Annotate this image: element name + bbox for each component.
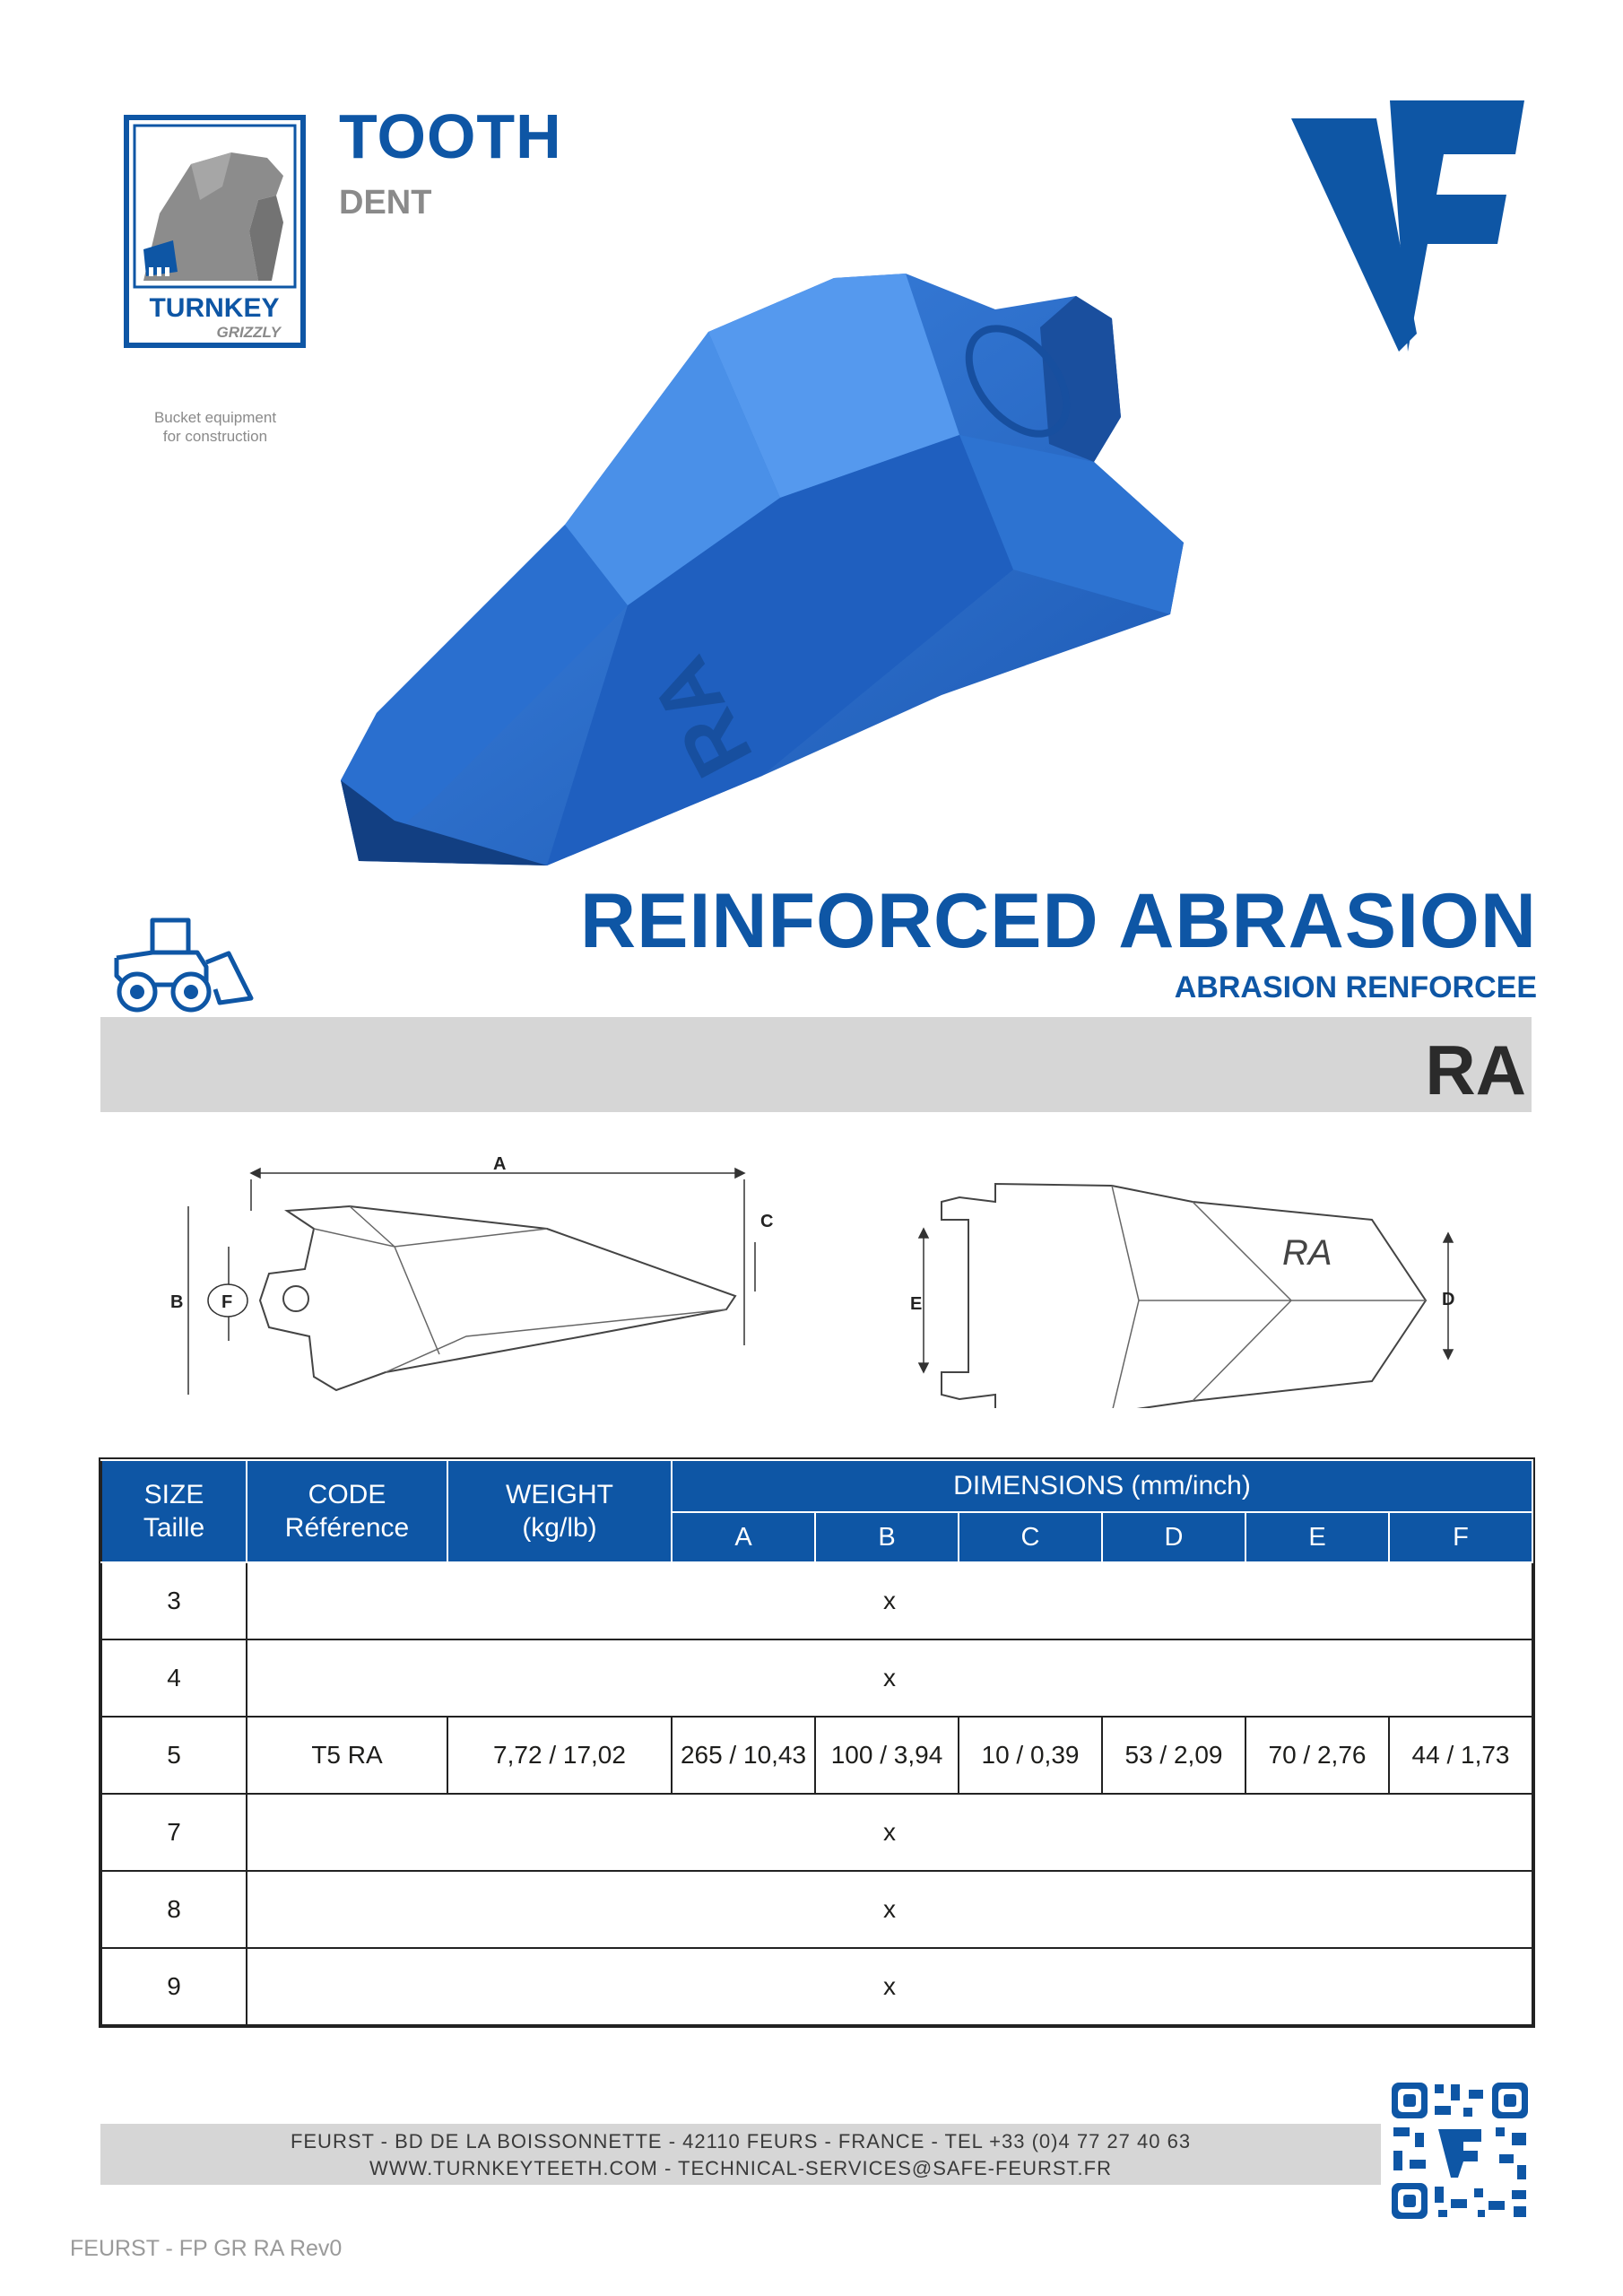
size-cell: 4 — [100, 1639, 247, 1718]
dim-b-cell: 100 / 3,94 — [814, 1716, 959, 1795]
brand-tagline: Bucket equipment for construction — [117, 408, 314, 446]
table-row: 4 x — [100, 1639, 1534, 1718]
col-header-f: F — [1387, 1511, 1534, 1563]
product-heading-fr: ABRASION RENFORCEE — [1174, 970, 1537, 1004]
size-cell: 8 — [100, 1870, 247, 1949]
dim-label-f: F — [221, 1292, 232, 1312]
col-header-dimensions: DIMENSIONS (mm/inch) — [670, 1459, 1534, 1513]
dim-d-cell: 53 / 2,09 — [1101, 1716, 1246, 1795]
feurst-vf-logo — [1291, 100, 1524, 352]
page-subtitle: DENT — [339, 184, 432, 222]
size-cell: 3 — [100, 1561, 247, 1640]
product-code-band: RA — [100, 1017, 1532, 1112]
product-code: RA — [1425, 1031, 1526, 1109]
col-header-code: CODE Référence — [246, 1459, 448, 1563]
col-header-a: A — [671, 1511, 816, 1563]
dim-label-a: A — [493, 1157, 506, 1174]
dim-label-c: C — [760, 1212, 773, 1231]
weight-unit: (kg/lb) — [522, 1513, 597, 1543]
side-view-drawing: A B C F — [170, 1157, 773, 1395]
not-available-cell: x — [245, 1870, 1534, 1949]
not-available-cell: x — [245, 1793, 1534, 1872]
dim-label-e: E — [910, 1294, 922, 1314]
dim-e-cell: 70 / 2,76 — [1245, 1716, 1390, 1795]
spec-table: SIZE Taille CODE Référence WEIGHT (kg/lb… — [98, 1457, 1536, 2028]
size-header-fr: Taille — [143, 1513, 205, 1543]
dim-label-d: D — [1442, 1290, 1454, 1309]
weight-cell: 7,72 / 17,02 — [447, 1716, 673, 1795]
dim-label-b: B — [170, 1292, 183, 1312]
not-available-cell: x — [245, 1947, 1534, 2026]
turnkey-grizzly-logo: TURNKEY GRIZZLY — [124, 115, 306, 348]
table-row: 8 x — [100, 1870, 1534, 1949]
not-available-cell: x — [245, 1639, 1534, 1718]
drawing-engraving: RA — [1282, 1233, 1332, 1273]
footer-address: FEURST - BD DE LA BOISSONNETTE - 42110 F… — [290, 2130, 1192, 2152]
top-view-drawing: RA E D — [910, 1182, 1454, 1408]
page-title: TOOTH — [339, 101, 562, 171]
wheel-loader-icon — [114, 918, 254, 1013]
table-row: 5 T5 RA 7,72 / 17,02 265 / 10,43 100 / 3… — [100, 1716, 1534, 1795]
col-header-weight: WEIGHT (kg/lb) — [447, 1459, 673, 1563]
not-available-cell: x — [245, 1561, 1534, 1640]
col-header-e: E — [1245, 1511, 1390, 1563]
col-header-c: C — [958, 1511, 1103, 1563]
tooth-product-image: RA — [341, 274, 1184, 865]
size-cell: 5 — [100, 1716, 247, 1795]
brand-sub: GRIZZLY — [217, 324, 282, 341]
dim-a-cell: 265 / 10,43 — [671, 1716, 816, 1795]
col-header-b: B — [814, 1511, 959, 1563]
table-row: 7 x — [100, 1793, 1534, 1872]
dim-f-cell: 44 / 1,73 — [1387, 1716, 1534, 1795]
col-header-size: SIZE Taille — [100, 1459, 247, 1563]
col-header-d: D — [1101, 1511, 1246, 1563]
code-header: CODE — [308, 1480, 386, 1509]
document-reference: FEURST - FP GR RA Rev0 — [70, 2236, 343, 2261]
weight-header: WEIGHT — [506, 1480, 613, 1509]
table-row: 9 x — [100, 1947, 1534, 2026]
product-heading: REINFORCED ABRASION — [580, 878, 1537, 964]
code-cell: T5 RA — [246, 1716, 448, 1795]
size-cell: 9 — [100, 1947, 247, 2026]
table-row: 3 x — [100, 1561, 1534, 1640]
size-cell: 7 — [100, 1793, 247, 1872]
size-header: SIZE — [143, 1480, 204, 1509]
qr-code[interactable] — [1388, 2079, 1532, 2222]
brand-name: TURNKEY — [149, 293, 279, 323]
brand-tagline-line-1: Bucket equipment — [153, 409, 277, 426]
footer-web: WWW.TURNKEYTEETH.COM - TECHNICAL-SERVICE… — [369, 2157, 1112, 2179]
dim-c-cell: 10 / 0,39 — [958, 1716, 1103, 1795]
footer-contact-band: FEURST - BD DE LA BOISSONNETTE - 42110 F… — [100, 2124, 1381, 2185]
brand-tagline-line-2: for construction — [162, 428, 268, 445]
code-header-fr: Référence — [284, 1513, 410, 1543]
